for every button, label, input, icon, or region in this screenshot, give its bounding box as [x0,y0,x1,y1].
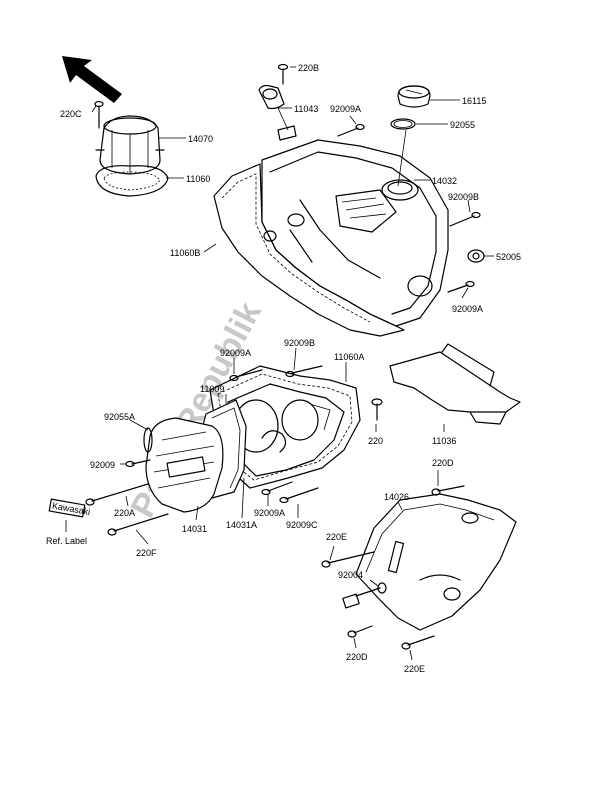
callout-14031: 14031 [182,524,207,534]
callout-11009: 11009 [200,384,224,394]
clutch-cover-14032-part [261,139,449,327]
callout-220-mid: 220 [368,436,383,446]
callout-14032: 14032 [432,176,457,186]
bolt-220B-part [277,63,289,85]
callout-11060: 11060 [186,174,210,184]
callout-14031A: 14031A [226,520,257,530]
leader-lines [65,66,494,661]
callout-14070: 14070 [188,134,213,144]
cap-14070-part [95,115,165,175]
callout-220A: 220A [114,508,135,518]
callout-220C: 220C [60,109,82,119]
callout-ref-label: Ref. Label [46,536,87,546]
guard-11036-part [389,343,521,425]
bolt-92009A-mid-part [229,369,263,382]
callout-92009A-top: 92009A [330,104,361,114]
bolt-220C-part [94,100,104,129]
o-ring-92055-part [390,118,416,130]
callout-11043: 11043 [294,104,318,114]
callout-16115: 16115 [462,96,486,106]
callout-92004: 92004 [338,570,363,580]
callout-92009C: 92009C [286,520,318,530]
callout-11060B: 11060B [170,248,200,258]
callout-220D-low: 220D [346,652,368,662]
bolt-220E-left-part [321,551,375,568]
bolt-92009B-mid-part [285,365,323,378]
callout-11036: 11036 [432,436,456,446]
callout-92055A: 92055A [104,412,135,422]
gasket-11060-part [95,165,169,197]
cover-14031-part [145,417,224,513]
bracket-11043-part [258,84,297,141]
gasket-11060B-part [213,163,405,337]
callout-92009-left: 92009 [90,460,115,470]
callout-220D-top: 220D [432,458,454,468]
ref-label-tag: Kawasaki [48,498,91,518]
bolt-92009A-top-part [337,123,365,137]
bolt-92009B-right-part [449,211,481,227]
sprocket-cover-14026-part [355,493,517,631]
oil-cap-16115-part [397,85,431,108]
callout-92009A-mid: 92009A [220,348,251,358]
o-ring-92055A-part [143,427,153,453]
callout-220B-top: 220B [298,63,319,73]
callout-92009B-mid: 92009B [284,338,315,348]
callout-11060A: 11060A [334,352,364,362]
callout-92009B-right: 92009B [448,192,479,202]
callout-220E-low: 220E [404,664,425,674]
callout-220F: 220F [136,548,157,558]
callout-220E-left: 220E [326,532,347,542]
callout-14026: 14026 [384,492,409,502]
callout-92009A-right: 92009A [452,304,483,314]
shaft-92004-part [342,582,387,609]
bolt-92009C-part [279,487,319,504]
callout-52005: 52005 [496,252,521,262]
bolt-220D-low-part [347,625,373,638]
callout-92009A-low: 92009A [254,508,285,518]
bolt-220A-part [85,483,149,506]
callout-92055: 92055 [450,120,475,130]
plug-52005-part [467,249,485,263]
bolt-220D-top-part [431,485,465,496]
bolt-220-mid-part [371,398,383,421]
bolt-92009A-right-part [447,280,475,293]
bolt-220F-part [107,513,169,536]
front-direction-arrow-icon [62,56,122,103]
bolt-220E-low-part [401,635,435,650]
bolt-92009A-low-part [261,481,293,496]
